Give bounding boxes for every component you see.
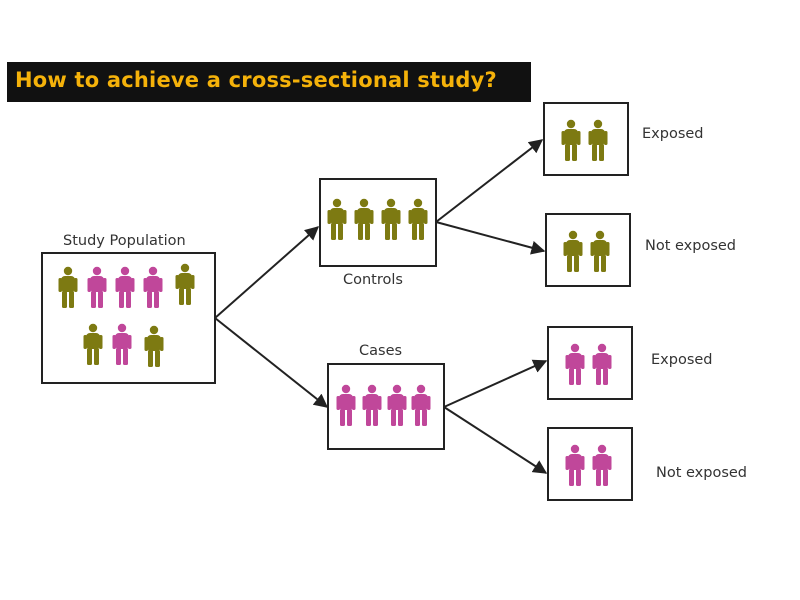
cases-exposed-label: Exposed bbox=[651, 352, 713, 368]
person-magenta-icon bbox=[112, 323, 132, 365]
person-magenta-icon bbox=[336, 384, 356, 426]
person-olive-icon bbox=[588, 119, 608, 161]
person-olive-icon bbox=[144, 325, 164, 367]
cases-label: Cases bbox=[359, 343, 403, 359]
cases-not-exposed-label: Not exposed bbox=[656, 465, 748, 481]
person-magenta-icon bbox=[565, 343, 585, 385]
person-olive-icon bbox=[58, 266, 78, 308]
person-magenta-icon bbox=[592, 343, 612, 385]
person-magenta-icon bbox=[592, 444, 612, 486]
cases-group bbox=[336, 384, 431, 426]
controls-not-exposed-box bbox=[545, 213, 631, 287]
arrow-population-to-controls bbox=[214, 226, 320, 319]
arrow-population-to-cases bbox=[214, 317, 329, 408]
person-magenta-icon bbox=[362, 384, 382, 426]
person-olive-icon bbox=[175, 263, 195, 305]
person-olive-icon bbox=[83, 323, 103, 365]
controls-exposed-box bbox=[543, 102, 629, 176]
controls-group bbox=[327, 198, 428, 240]
arrow-cases-to-exposed bbox=[443, 359, 548, 408]
controls-label: Controls bbox=[343, 272, 403, 288]
controls-exposed-group bbox=[561, 119, 608, 161]
person-olive-icon bbox=[590, 230, 610, 272]
person-magenta-icon bbox=[387, 384, 407, 426]
person-olive-icon bbox=[354, 198, 374, 240]
person-olive-icon bbox=[563, 230, 583, 272]
cases-not-exposed-box bbox=[547, 427, 633, 501]
person-olive-icon bbox=[561, 119, 581, 161]
population-label: Study Population bbox=[63, 233, 186, 249]
person-magenta-icon bbox=[411, 384, 431, 426]
person-magenta-icon bbox=[115, 266, 135, 308]
arrow-cases-to-not-exposed bbox=[443, 406, 548, 474]
controls-not-exposed-label: Not exposed bbox=[645, 238, 737, 254]
person-magenta-icon bbox=[87, 266, 107, 308]
cases-exposed-box bbox=[547, 326, 633, 400]
person-magenta-icon bbox=[143, 266, 163, 308]
cases-exposed-group bbox=[565, 343, 612, 385]
person-olive-icon bbox=[381, 198, 401, 240]
cases-not-exposed-group bbox=[565, 444, 612, 486]
arrow-controls-to-not-exposed bbox=[435, 221, 546, 255]
person-olive-icon bbox=[327, 198, 347, 240]
page-title: How to achieve a cross-sectional study? bbox=[15, 68, 497, 92]
title-banner: How to achieve a cross-sectional study? bbox=[7, 62, 531, 102]
arrow-controls-to-exposed bbox=[435, 139, 544, 223]
person-magenta-icon bbox=[565, 444, 585, 486]
person-olive-icon bbox=[408, 198, 428, 240]
controls-not-exposed-group bbox=[563, 230, 610, 272]
controls-exposed-label: Exposed bbox=[642, 126, 704, 142]
